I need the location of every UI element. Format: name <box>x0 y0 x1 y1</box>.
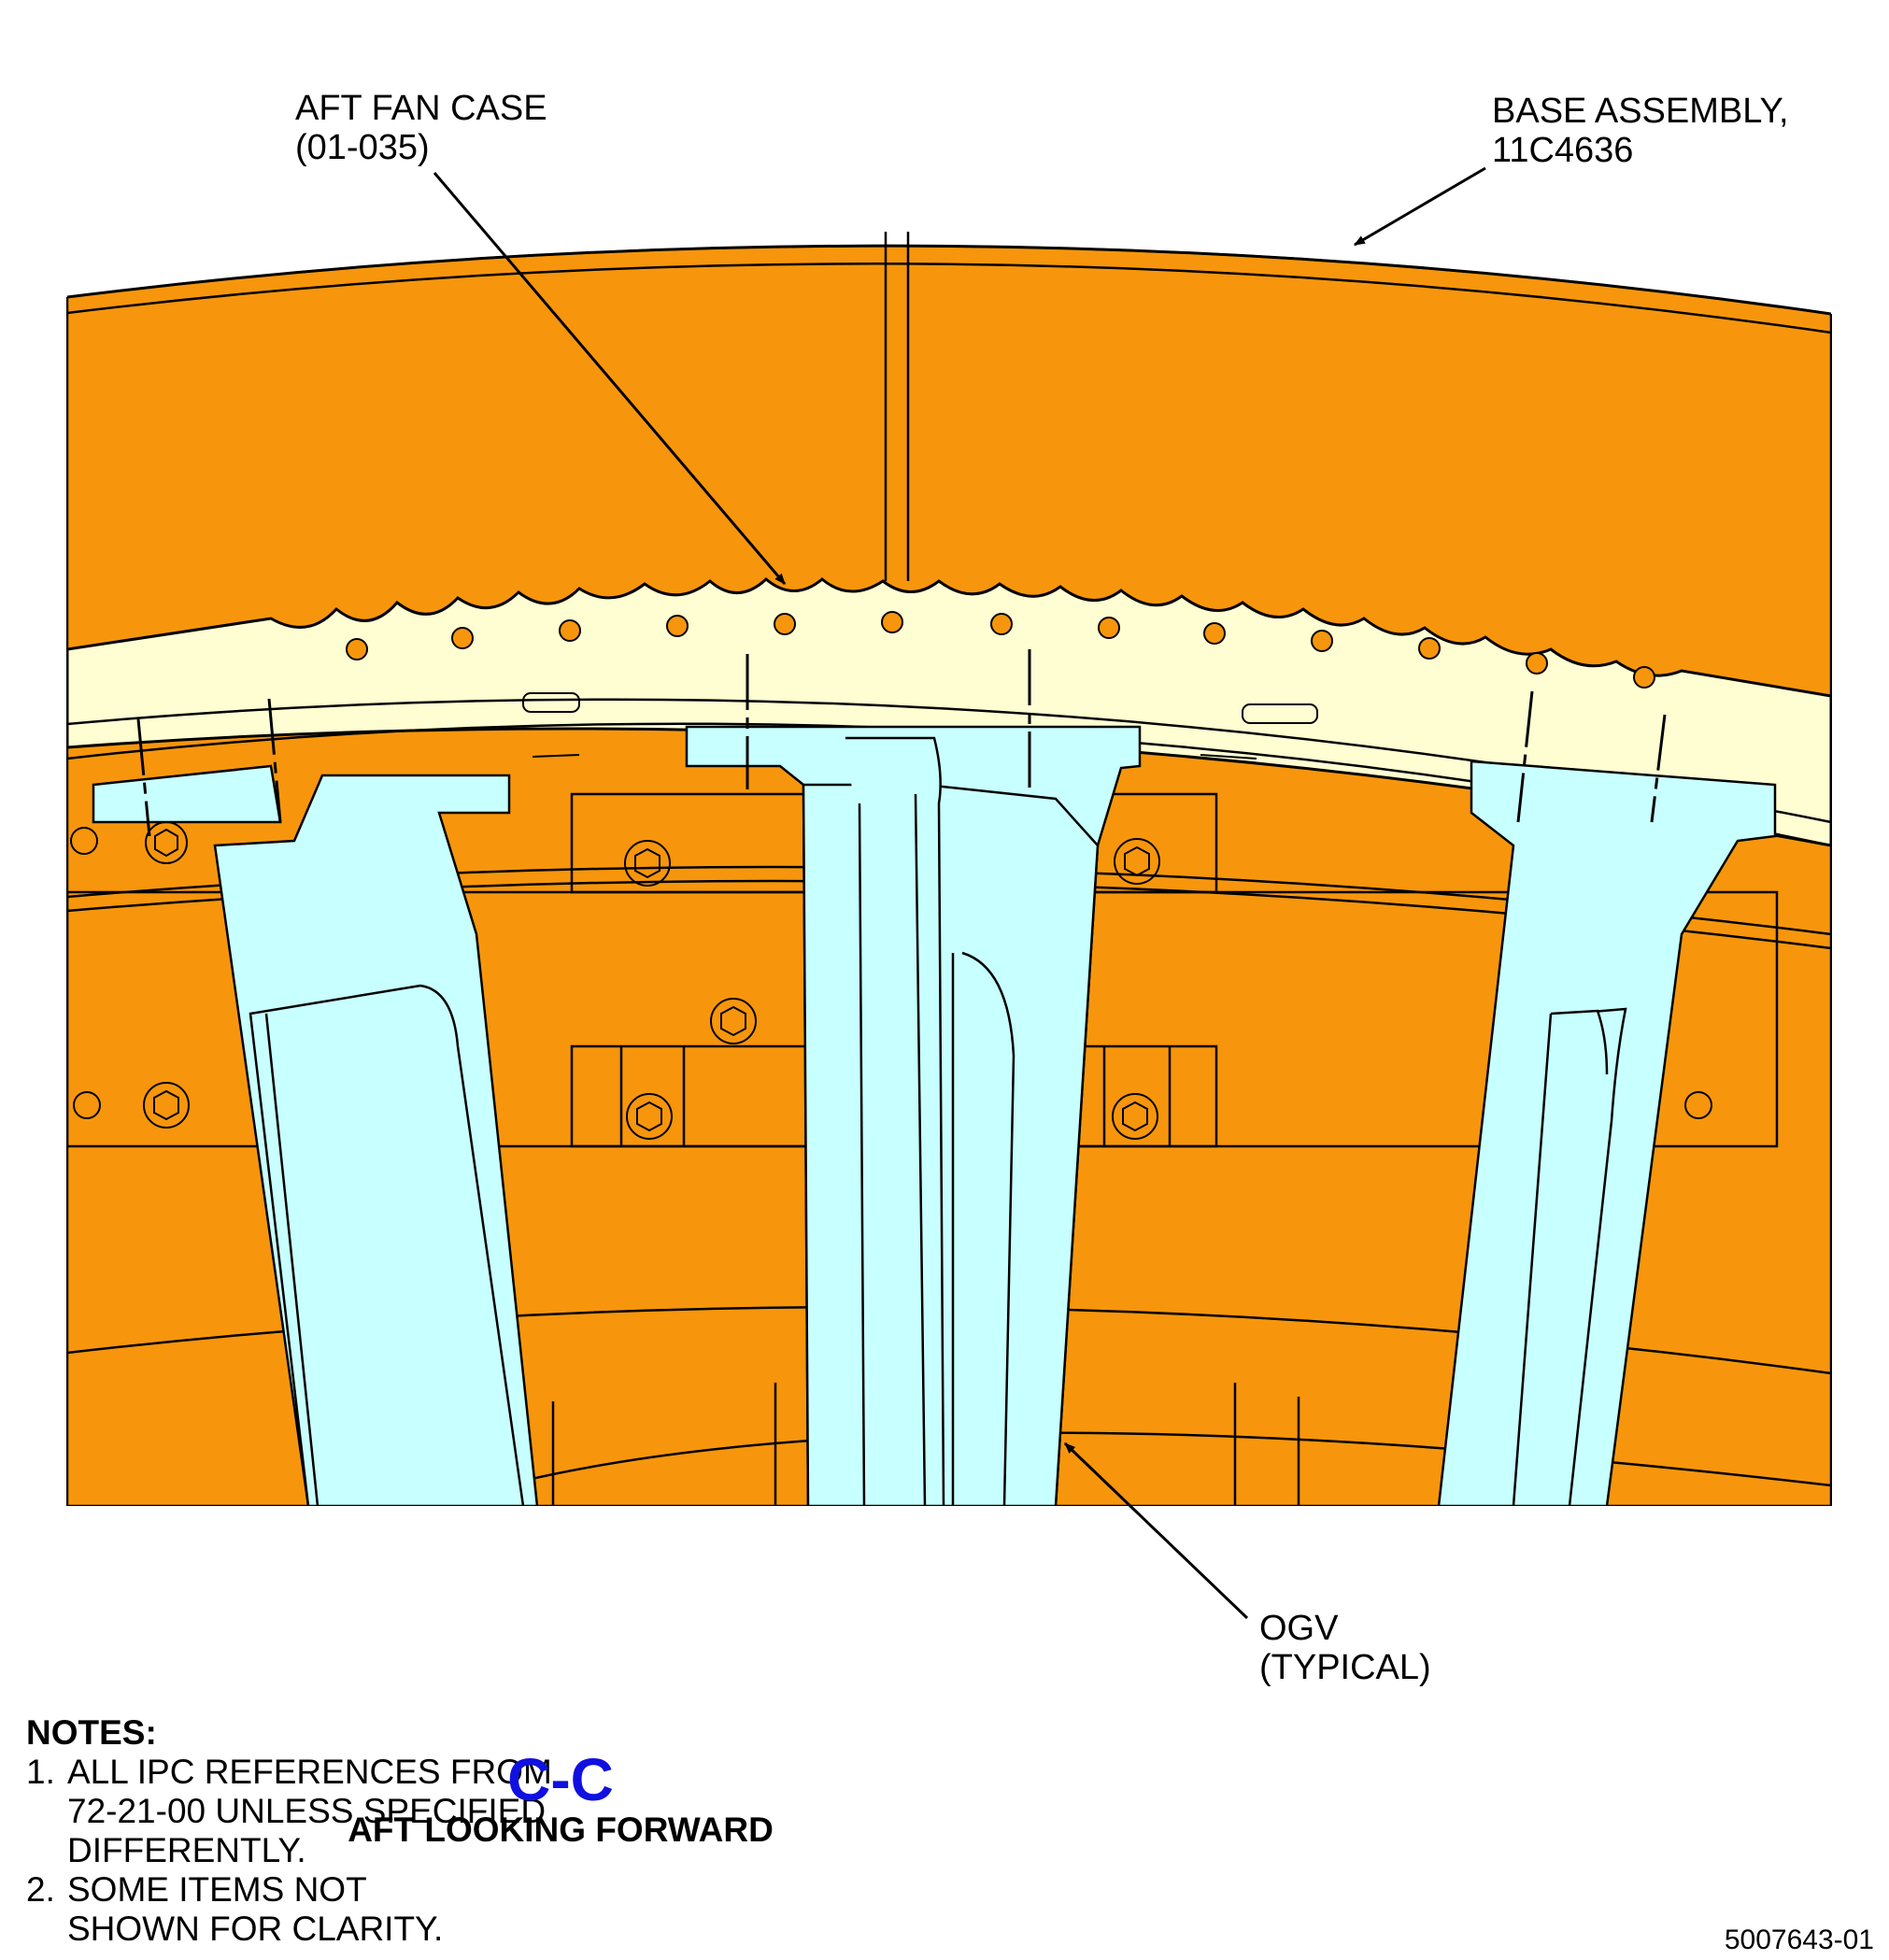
ogv-center <box>685 725 1142 1506</box>
note-number: 2. <box>26 1870 55 1909</box>
note-number: 1. <box>26 1753 55 1791</box>
aft-fan-case-callout: AFT FAN CASE (01-035) <box>295 89 547 167</box>
view-label: C-C <box>507 1746 614 1813</box>
ogv-label: OGV <box>1259 1609 1339 1648</box>
note-item: 2. SOME ITEMS NOT SHOWN FOR CLARITY. <box>26 1870 552 1949</box>
view-subtitle: AFT LOOKING FORWARD <box>348 1811 774 1849</box>
aft-fan-case-ref: (01-035) <box>295 128 430 167</box>
ogv-callout: OGV (TYPICAL) <box>1259 1609 1431 1687</box>
note-item: 1. ALL IPC REFERENCES FROM 72-21-00 UNLE… <box>26 1753 552 1870</box>
bolt-centerlines <box>136 649 1667 837</box>
ogv-right <box>1437 760 1777 1506</box>
note-text: ALL IPC REFERENCES FROM 72-21-00 UNLESS … <box>67 1753 552 1869</box>
notes-block: NOTES: 1. ALL IPC REFERENCES FROM 72-21-… <box>26 1713 552 1949</box>
aft-fan-case-flange <box>67 577 1831 847</box>
aft-fan-case-leader <box>433 172 787 585</box>
bolts <box>70 821 1712 1140</box>
ogv-left <box>92 764 539 1506</box>
base-assembly-callout: BASE ASSEMBLY, 11C4636 <box>1492 92 1789 170</box>
flange-slots <box>522 692 1318 760</box>
ogv-ref: (TYPICAL) <box>1259 1648 1431 1687</box>
aft-fan-case-label: AFT FAN CASE <box>295 89 547 128</box>
base-assembly-label: BASE ASSEMBLY, <box>1492 92 1789 131</box>
base-assembly-leader <box>1353 166 1486 247</box>
base-assembly-outline <box>67 244 1831 316</box>
figure-number: 5007643-01 <box>1724 1924 1874 1955</box>
notes-title: NOTES: <box>26 1713 157 1752</box>
flange-holes <box>346 611 1655 689</box>
note-text: SOME ITEMS NOT SHOWN FOR CLARITY. <box>67 1870 444 1948</box>
leader-lines <box>433 166 1486 1620</box>
ogv-leader <box>1063 1442 1249 1620</box>
base-assembly-ref: 11C4636 <box>1492 131 1634 170</box>
